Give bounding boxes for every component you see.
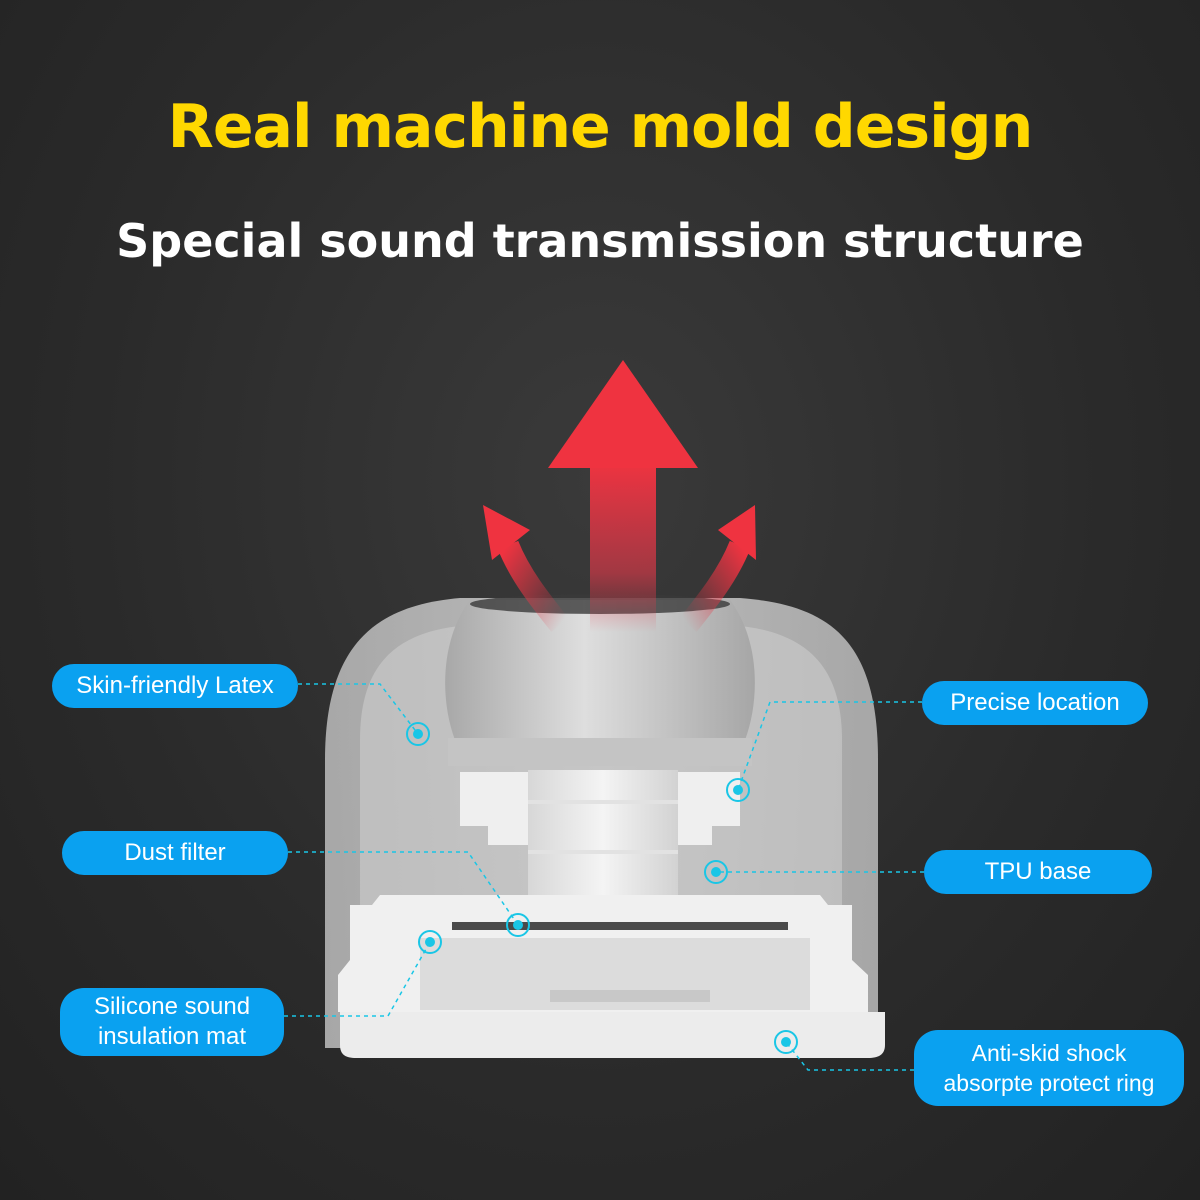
marker-tpu <box>704 860 728 884</box>
arrow-shaft <box>590 462 656 632</box>
curve-arrow-right-head <box>718 505 756 560</box>
label-anti-skid-line2: absorpte protect ring <box>943 1070 1155 1096</box>
curve-arrow-left <box>497 540 569 632</box>
leader-precise <box>737 701 922 791</box>
curve-arrow-left-head <box>483 505 530 560</box>
leader-dust-filter <box>288 851 519 926</box>
label-skin-latex-text: Skin-friendly Latex <box>76 672 274 699</box>
nozzle <box>445 600 755 740</box>
leader-silicone <box>284 941 431 1017</box>
label-silicone-mat: Silicone sound insulation mat <box>60 988 284 1056</box>
label-dust-filter: Dust filter <box>62 831 288 875</box>
label-skin-latex: Skin-friendly Latex <box>52 664 298 708</box>
label-tpu-base-text: TPU base <box>984 858 1092 885</box>
marker-skin-latex <box>406 722 430 746</box>
subtitle: Special sound transmission structure <box>116 214 1084 268</box>
label-tpu-base: TPU base <box>924 850 1152 894</box>
nozzle-ring <box>448 738 752 766</box>
stem-line-2 <box>528 850 678 854</box>
stem-line-1 <box>528 800 678 804</box>
bottom-ring <box>340 1012 885 1058</box>
dust-filter-mesh <box>452 922 788 930</box>
marker-dust-filter <box>506 913 530 937</box>
label-precise-location: Precise location <box>922 681 1148 725</box>
marker-precise <box>726 778 750 802</box>
main-title: Real machine mold design <box>167 92 1034 162</box>
leader-skin-latex <box>298 683 419 735</box>
label-silicone-line1: Silicone sound <box>93 993 251 1020</box>
label-precise-location-text: Precise location <box>950 689 1120 716</box>
label-anti-skid-line1: Anti-skid shock <box>971 1040 1127 1066</box>
cavity-slot <box>550 990 710 1002</box>
label-anti-skid: Anti-skid shock absorpte protect ring <box>914 1030 1184 1106</box>
curve-arrow-right <box>679 540 751 632</box>
label-silicone-line2: insulation mat <box>97 1023 247 1050</box>
leader-lines <box>284 683 924 1071</box>
arrow-head <box>548 360 698 468</box>
label-dust-filter-text: Dust filter <box>124 839 226 866</box>
marker-anti-skid <box>774 1030 798 1054</box>
markers <box>406 722 798 1054</box>
marker-silicone <box>418 930 442 954</box>
